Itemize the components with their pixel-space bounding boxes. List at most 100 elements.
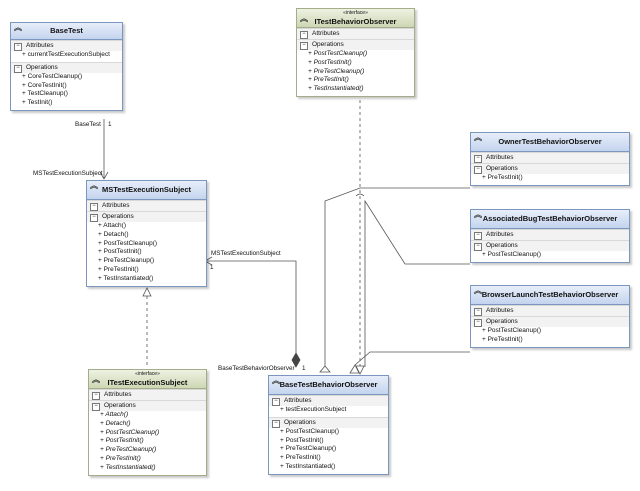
- collapse-box-icon[interactable]: −: [474, 232, 482, 240]
- operation: + PreTestInit(): [308, 76, 349, 84]
- operations-section-header[interactable]: −Operations: [471, 240, 629, 251]
- interface-itest-execution-subject[interactable]: ︽ «interface» ITestExecutionSubject −Att…: [88, 369, 207, 476]
- collapse-chevron-icon[interactable]: ︽: [92, 375, 100, 384]
- operations-section-header[interactable]: −Operations: [89, 400, 206, 411]
- generalization-browser-launch: [354, 351, 470, 366]
- operation: + PostTestCleanup(): [482, 327, 542, 334]
- collapse-chevron-icon[interactable]: ︽: [14, 23, 22, 32]
- operations-section-header[interactable]: −Operations: [11, 61, 122, 73]
- edge-label-subject-mult-right: 1: [210, 264, 214, 271]
- collapse-box-icon[interactable]: −: [92, 403, 100, 411]
- operation: + PreTestCleanup(): [98, 257, 155, 265]
- operation: + TestInit(): [22, 99, 53, 107]
- collapse-box-icon[interactable]: −: [272, 398, 280, 406]
- collapse-box-icon[interactable]: −: [474, 319, 482, 327]
- collapse-chevron-icon[interactable]: ︽: [300, 14, 308, 23]
- attributes-section-header[interactable]: −Attributes: [471, 305, 629, 316]
- collapse-box-icon[interactable]: −: [90, 203, 98, 211]
- collapse-chevron-icon[interactable]: ︽: [272, 376, 280, 385]
- operation: + Attach(): [98, 222, 126, 229]
- class-browser-launch-test-behavior-observer[interactable]: ︽ BrowserLaunchTestBehaviorObserver −Att…: [470, 285, 630, 348]
- class-owner-test-behavior-observer[interactable]: ︽ OwnerTestBehaviorObserver −Attributes …: [470, 132, 630, 186]
- operation: + PreTestInit(): [98, 265, 139, 273]
- operation: + Detach(): [98, 230, 129, 238]
- collapse-chevron-icon[interactable]: ︽: [90, 181, 98, 190]
- operation: + TestInstantiated(): [308, 85, 364, 93]
- operation: + CoreTestCleanup(): [22, 72, 83, 80]
- class-name: ITestBehaviorObserver: [314, 17, 397, 26]
- attributes-section-header[interactable]: −Attributes: [471, 152, 629, 163]
- operation: + PostTestCleanup(): [100, 428, 160, 436]
- collapse-box-icon[interactable]: −: [474, 155, 482, 163]
- operation: + TestInstantiated(): [280, 462, 336, 470]
- collapse-box-icon[interactable]: −: [474, 166, 482, 174]
- collapse-box-icon[interactable]: −: [92, 392, 100, 400]
- operation: + PostTestInit(): [308, 58, 352, 66]
- operation: + PreTestInit(): [482, 174, 523, 181]
- operation: + PostTestCleanup(): [98, 239, 158, 247]
- class-associated-bug-test-behavior-observer[interactable]: ︽ AssociatedBugTestBehaviorObserver −Att…: [470, 209, 630, 263]
- stereotype-label: «interface»: [343, 10, 368, 16]
- collapse-box-icon[interactable]: −: [90, 214, 98, 222]
- class-name: OwnerTestBehaviorObserver: [498, 137, 602, 146]
- interface-itest-behavior-observer[interactable]: ︽ «interface» ITestBehaviorObserver −Att…: [296, 8, 415, 97]
- attributes-section-header[interactable]: −Attributes: [87, 200, 206, 211]
- edge-label-subject-role-right: MSTestExecutionSubject: [211, 250, 281, 257]
- attribute: + testExecutionSubject: [280, 406, 347, 413]
- generalization-associated-bug: [364, 199, 470, 367]
- generalization-owner: [324, 187, 470, 367]
- collapse-chevron-icon[interactable]: ︽: [474, 286, 482, 295]
- operation: + PostTestInit(): [98, 248, 142, 256]
- attributes-section-header[interactable]: −Attributes: [11, 40, 122, 51]
- operations-section-header[interactable]: −Operations: [471, 163, 629, 174]
- attributes-section-header[interactable]: −Attributes: [89, 389, 206, 400]
- operation: + Attach(): [100, 411, 129, 418]
- class-name: BaseTest: [50, 26, 83, 35]
- edge-label-basetest-role: BaseTest: [75, 121, 101, 128]
- operation: + PreTestInit(): [482, 335, 523, 343]
- edge-label-observer-mult: 1: [302, 365, 306, 372]
- operation: + PreTestCleanup(): [280, 445, 337, 453]
- class-name: ITestExecutionSubject: [107, 378, 188, 387]
- operation: + PreTestInit(): [100, 454, 141, 462]
- collapse-box-icon[interactable]: −: [300, 42, 308, 50]
- collapse-box-icon[interactable]: −: [14, 64, 22, 73]
- edge-label-basetest-mult: 1: [108, 121, 112, 128]
- collapse-box-icon[interactable]: −: [14, 43, 22, 51]
- operation: + PostTestCleanup(): [280, 427, 340, 435]
- operation: + PreTestInit(): [280, 454, 321, 462]
- attributes-section-header[interactable]: −Attributes: [297, 28, 414, 39]
- class-base-test[interactable]: ︽ BaseTest −Attributes + currentTestExec…: [10, 22, 123, 111]
- operations-section-header[interactable]: −Operations: [269, 416, 388, 428]
- operation: + TestInstantiated(): [98, 274, 154, 282]
- collapse-box-icon[interactable]: −: [272, 419, 280, 428]
- collapse-chevron-icon[interactable]: ︽: [474, 133, 482, 142]
- class-mstest-execution-subject[interactable]: ︽ MSTestExecutionSubject −Attributes −Op…: [86, 180, 207, 287]
- operation: + PostTestCleanup(): [482, 251, 542, 258]
- class-base-test-behavior-observer[interactable]: ︽ BaseTestBehaviorObserver −Attributes +…: [268, 375, 389, 475]
- collapse-chevron-icon[interactable]: ︽: [474, 210, 482, 219]
- operation: + TestInstantiated(): [100, 463, 156, 471]
- stereotype-label: «interface»: [135, 371, 160, 377]
- operations-section-header[interactable]: −Operations: [471, 316, 629, 327]
- operations-section-header[interactable]: −Operations: [87, 211, 206, 222]
- operation: + TestCleanup(): [22, 90, 68, 98]
- operation: + PreTestCleanup(): [308, 67, 365, 75]
- attributes-section-header[interactable]: −Attributes: [471, 229, 629, 240]
- collapse-box-icon[interactable]: −: [300, 31, 308, 39]
- class-name: MSTestExecutionSubject: [101, 185, 192, 194]
- composition-observer-subject: [206, 260, 297, 367]
- collapse-box-icon[interactable]: −: [474, 308, 482, 316]
- edge-label-subject-role-top: MSTestExecutionSubject: [33, 170, 103, 177]
- class-name: BrowserLaunchTestBehaviorObserver: [481, 290, 619, 299]
- collapse-box-icon[interactable]: −: [474, 243, 482, 251]
- operation: + PostTestInit(): [280, 436, 324, 444]
- operations-section-header[interactable]: −Operations: [297, 39, 414, 50]
- operation: + CoreTestInit(): [22, 81, 67, 89]
- operation: + PostTestInit(): [100, 437, 144, 445]
- class-name: BaseTestBehaviorObserver: [279, 380, 378, 389]
- operation: + Detach(): [100, 419, 131, 427]
- attributes-section-header[interactable]: −Attributes: [269, 395, 388, 406]
- operation: + PostTestCleanup(): [308, 50, 368, 57]
- operation: + PreTestCleanup(): [100, 446, 157, 454]
